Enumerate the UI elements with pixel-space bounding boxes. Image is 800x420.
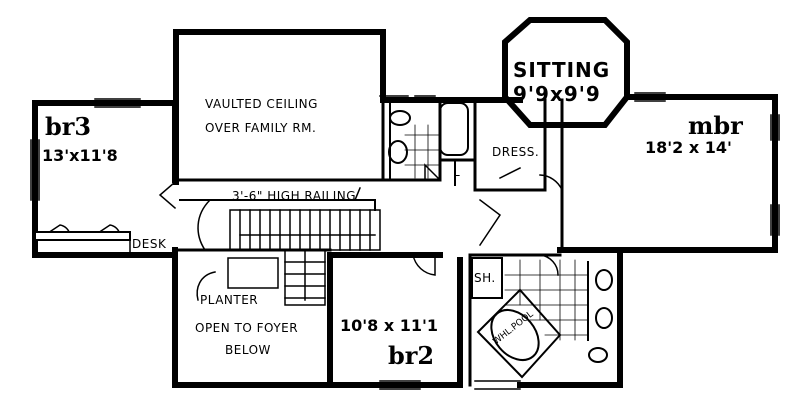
railing-note: 3'-6" HIGH RAILING [232,189,357,203]
sitting-dims: 9'9x9'9 [513,82,601,106]
mbr-dims: 18'2 x 14' [645,138,732,157]
exterior-walls [32,17,778,388]
tile-grid-lower [504,259,589,341]
shower-label: SH. [474,271,496,285]
upper-bath-fixtures [388,101,469,186]
desk-counter [34,231,131,241]
mbr-name: mbr [688,111,743,140]
whirlpool-tub [476,288,562,379]
open-foyer-line1: OPEN TO FOYER [195,321,299,335]
planter-label: PLANTER [200,293,259,307]
vaulted-note-line2: OVER FAMILY RM. [205,121,317,135]
tile-grid-upper [404,124,441,179]
stairs [227,209,381,306]
sitting-name: SITTING [513,58,611,82]
desk-label: DESK [132,237,167,251]
linen-label: L [453,165,461,179]
railing [179,199,376,211]
vaulted-note-line1: VAULTED CEILING [205,97,318,111]
dress-label: DRESS. [492,145,540,159]
arrows [196,187,361,301]
windows [30,92,780,390]
br2-dims: 10'8 x 11'1 [340,316,439,335]
br2-name: br2 [388,341,435,370]
br3-dims: 13'x11'8 [42,146,118,165]
open-foyer-line2: BELOW [225,343,271,357]
br3-name: br3 [45,112,92,141]
